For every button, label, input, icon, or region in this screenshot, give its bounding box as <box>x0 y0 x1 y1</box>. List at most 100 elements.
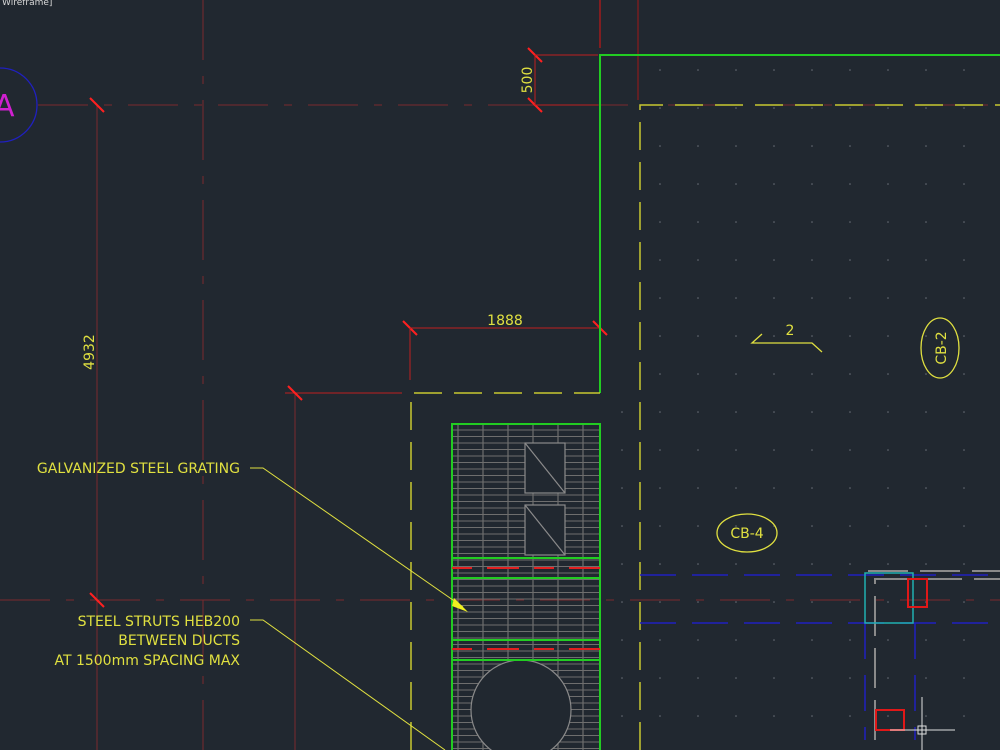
hatch-dot <box>735 563 737 565</box>
crosshair-cursor-icon <box>890 697 955 750</box>
hatch-dot <box>963 335 965 337</box>
leaders <box>250 467 464 750</box>
hatch-dot <box>659 411 661 413</box>
hatch-dot <box>811 639 813 641</box>
hatch-dot <box>887 107 889 109</box>
leader-arrow-icon <box>452 598 468 612</box>
steel-struts[interactable] <box>451 423 601 750</box>
hatch-dot <box>925 221 927 223</box>
hatch-dot <box>887 677 889 679</box>
hatch-dot <box>849 601 851 603</box>
hatch-dot <box>773 335 775 337</box>
hatch-dot <box>697 601 699 603</box>
hatch-dot <box>735 677 737 679</box>
hatch-dot <box>659 487 661 489</box>
hatch-dot <box>659 221 661 223</box>
hatch-dot <box>621 525 623 527</box>
hatch-dot <box>811 183 813 185</box>
hatch-dot <box>811 411 813 413</box>
hatch-dot <box>963 715 965 717</box>
hatch-dot <box>849 677 851 679</box>
hatch-dot <box>925 487 927 489</box>
hatch-dot <box>773 297 775 299</box>
hatch-dot <box>925 297 927 299</box>
red-member-lower[interactable] <box>875 709 905 731</box>
hatch-dot <box>887 563 889 565</box>
hatch-dot <box>773 259 775 261</box>
hatch-dot <box>849 449 851 451</box>
hatch-dot <box>925 183 927 185</box>
hatch-dot <box>735 487 737 489</box>
hatch-dot <box>887 715 889 717</box>
hatch-dot <box>811 563 813 565</box>
hidden-beams <box>640 574 1000 740</box>
hatch-dot <box>773 183 775 185</box>
hatch-dot <box>735 297 737 299</box>
hatch-dot <box>925 335 927 337</box>
hatch-dot <box>621 487 623 489</box>
hatch-dot <box>849 639 851 641</box>
hatch-dot <box>925 639 927 641</box>
dimension-500[interactable]: 500 <box>520 67 536 94</box>
hatch-dot <box>849 525 851 527</box>
grid-bubble <box>0 67 38 143</box>
hatch-dot <box>735 335 737 337</box>
hatch-dot <box>659 297 661 299</box>
column[interactable] <box>864 572 914 624</box>
note-grating[interactable]: GALVANIZED STEEL GRATING <box>37 461 240 477</box>
hatch-dot <box>697 183 699 185</box>
duct-openings <box>470 442 572 750</box>
hatch-dot <box>963 601 965 603</box>
hatch-dot <box>735 183 737 185</box>
hatch-dot <box>659 525 661 527</box>
hatch-dot <box>659 563 661 565</box>
hatch-dot <box>849 69 851 71</box>
hatch-dot <box>773 449 775 451</box>
hatch-dot <box>697 69 699 71</box>
hatch-dot <box>735 525 737 527</box>
red-member[interactable] <box>907 578 928 608</box>
hatch-dot <box>697 525 699 527</box>
hatch-dot <box>621 563 623 565</box>
hatch-dot <box>697 487 699 489</box>
hatch-dot <box>963 487 965 489</box>
hatch-dot <box>621 639 623 641</box>
note-struts-3[interactable]: AT 1500mm SPACING MAX <box>54 653 240 669</box>
hatch-dot <box>849 145 851 147</box>
hatch-dot <box>659 107 661 109</box>
hatch-dot <box>697 107 699 109</box>
hatch-dot <box>887 601 889 603</box>
note-struts-2[interactable]: BETWEEN DUCTS <box>118 633 240 649</box>
dimension-lines <box>409 54 600 380</box>
hatch-dot <box>773 145 775 147</box>
hatch-dot <box>773 487 775 489</box>
tag-cb2[interactable]: CB-2 <box>934 331 950 364</box>
hatch-dot <box>849 335 851 337</box>
hatch-dot <box>659 145 661 147</box>
hatch-dot <box>773 677 775 679</box>
hatch-dot <box>849 297 851 299</box>
hatch-dot <box>773 411 775 413</box>
slab-edge[interactable] <box>599 54 1000 393</box>
hatch-dot <box>735 107 737 109</box>
hatch-dot <box>697 335 699 337</box>
tag-cb4[interactable]: CB-4 <box>730 526 763 542</box>
hatch-dot <box>963 221 965 223</box>
viewport-style-label[interactable]: Wireframe] <box>2 0 53 8</box>
hatch-dot <box>811 601 813 603</box>
note-struts-1[interactable]: STEEL STRUTS HEB200 <box>78 614 240 630</box>
hatch-dot <box>849 221 851 223</box>
hatch-dot <box>697 221 699 223</box>
hatch-dot <box>811 297 813 299</box>
grid-bubble-label: A <box>0 89 15 124</box>
hatch-dot <box>849 373 851 375</box>
hatch-dot <box>811 221 813 223</box>
hatch-dot <box>925 69 927 71</box>
hatch-dot <box>963 297 965 299</box>
dimension-4932[interactable]: 4932 <box>82 334 98 370</box>
hatch-dot <box>811 107 813 109</box>
hatch-dot <box>697 145 699 147</box>
dimension-1888[interactable]: 1888 <box>487 313 523 329</box>
